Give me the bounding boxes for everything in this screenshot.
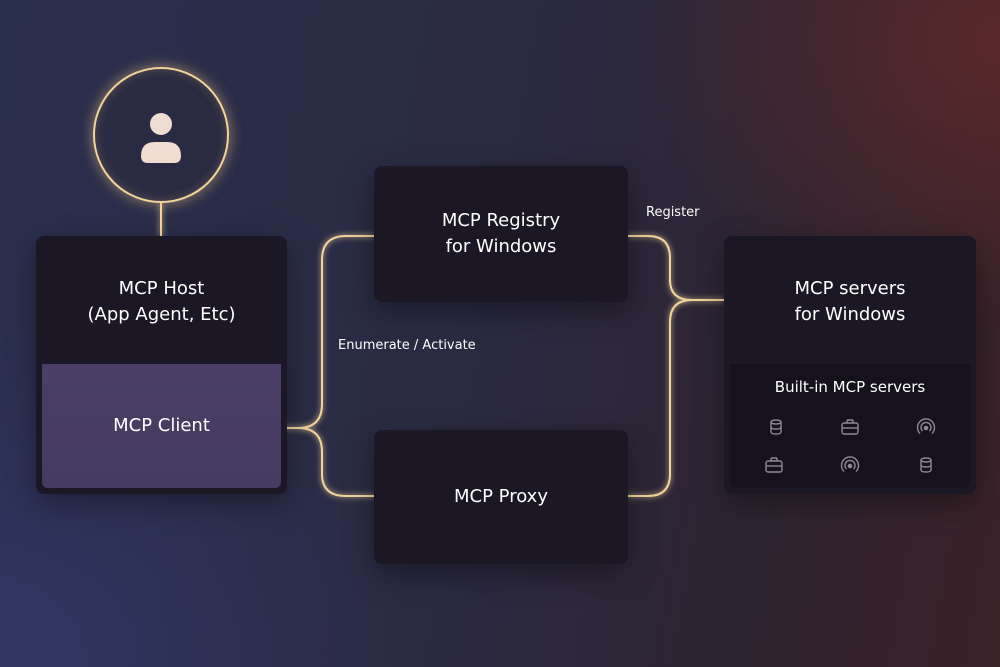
proxy-servers-connector	[628, 299, 693, 497]
broadcast-icon	[916, 418, 936, 434]
mcp-proxy-card: MCP Proxy	[374, 430, 628, 564]
register-label: Register	[646, 205, 700, 220]
mcp-host-title: MCP Host (App Agent, Etc)	[87, 278, 236, 325]
registry-servers-connector	[628, 235, 724, 301]
briefcase-icon	[765, 457, 783, 473]
mcp-host-card: MCP Host (App Agent, Etc) MCP Client	[36, 236, 287, 494]
database-icon	[770, 419, 782, 435]
mcp-proxy-title: MCP Proxy	[454, 486, 548, 507]
builtin-servers-label: Built-in MCP servers	[774, 378, 926, 396]
client-registry-connector	[280, 235, 374, 429]
mcp-registry-title: MCP Registry for Windows	[441, 210, 561, 257]
database-icon	[920, 457, 932, 473]
mcp-servers-title: MCP servers for Windows	[794, 278, 906, 325]
mcp-registry-card: MCP Registry for Windows	[374, 166, 628, 302]
mcp-client-panel: MCP Client	[42, 364, 281, 488]
briefcase-icon	[841, 419, 859, 435]
mcp-servers-card: MCP servers for Windows Built-in MCP ser…	[724, 236, 976, 494]
enumerate-activate-label: Enumerate / Activate	[338, 338, 476, 353]
broadcast-icon	[840, 456, 860, 472]
client-proxy-connector	[297, 427, 374, 497]
builtin-servers-panel: Built-in MCP servers	[730, 364, 970, 488]
mcp-client-label: MCP Client	[113, 415, 210, 436]
user-avatar-icon	[141, 113, 181, 163]
